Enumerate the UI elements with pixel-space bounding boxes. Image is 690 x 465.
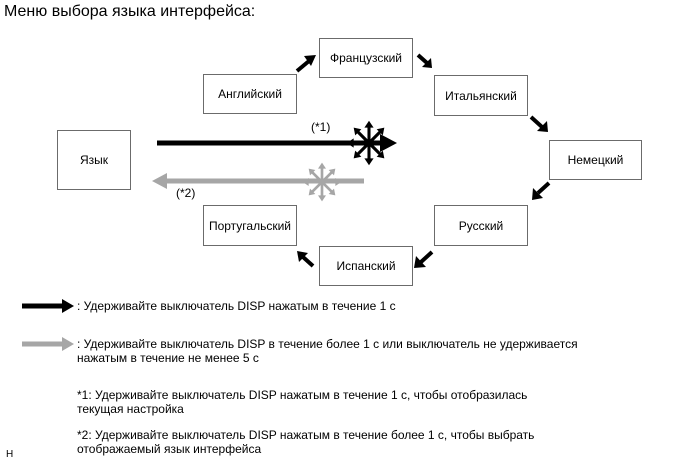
gray-burst-icon — [302, 162, 342, 202]
cycle-arrow-russian-spanish — [414, 250, 434, 268]
marker-note-1: (*1) — [311, 120, 331, 134]
black-burst-icon — [346, 120, 392, 166]
legend-gray-text-line1: : Удерживайте выключатель DISP в течение… — [77, 337, 578, 351]
cycle-arrow-french-italian — [416, 53, 432, 68]
legend-gray-text-line2: нажатым в течение не менее 5 с — [77, 351, 259, 365]
cycle-arrow-italian-german — [529, 115, 548, 132]
legend-gray-arrow — [22, 337, 74, 351]
marker-note-2: (*2) — [176, 186, 196, 200]
cycle-arrow-german-russian — [532, 181, 551, 200]
note-1-line2: текущая настройка — [77, 402, 184, 416]
note-1-line1: *1: Удерживайте выключатель DISP нажатым… — [77, 388, 528, 402]
diagram-title: Меню выбора языка интерфейса: — [4, 3, 256, 20]
box-english: Английский — [203, 74, 297, 114]
cycle-arrow-spanish-portuguese — [297, 251, 315, 268]
cycle-arrow-english-french — [295, 55, 316, 73]
note-2-line1: *2: Удерживайте выключатель DISP нажатым… — [77, 428, 535, 442]
corner-mark: H — [6, 449, 14, 460]
box-spanish: Испанский — [319, 246, 413, 286]
box-russian: Русский — [434, 205, 528, 246]
box-language: Язык — [57, 130, 131, 190]
box-italian: Итальянский — [434, 75, 528, 116]
box-french: Французский — [319, 38, 413, 78]
box-german: Немецкий — [549, 140, 642, 180]
legend-black-text: : Удерживайте выключатель DISP нажатым в… — [77, 299, 396, 313]
note-2-line2: отображаемый язык интерфейса — [77, 442, 262, 456]
legend-black-arrow — [22, 299, 74, 313]
box-portuguese: Португальский — [203, 205, 297, 246]
